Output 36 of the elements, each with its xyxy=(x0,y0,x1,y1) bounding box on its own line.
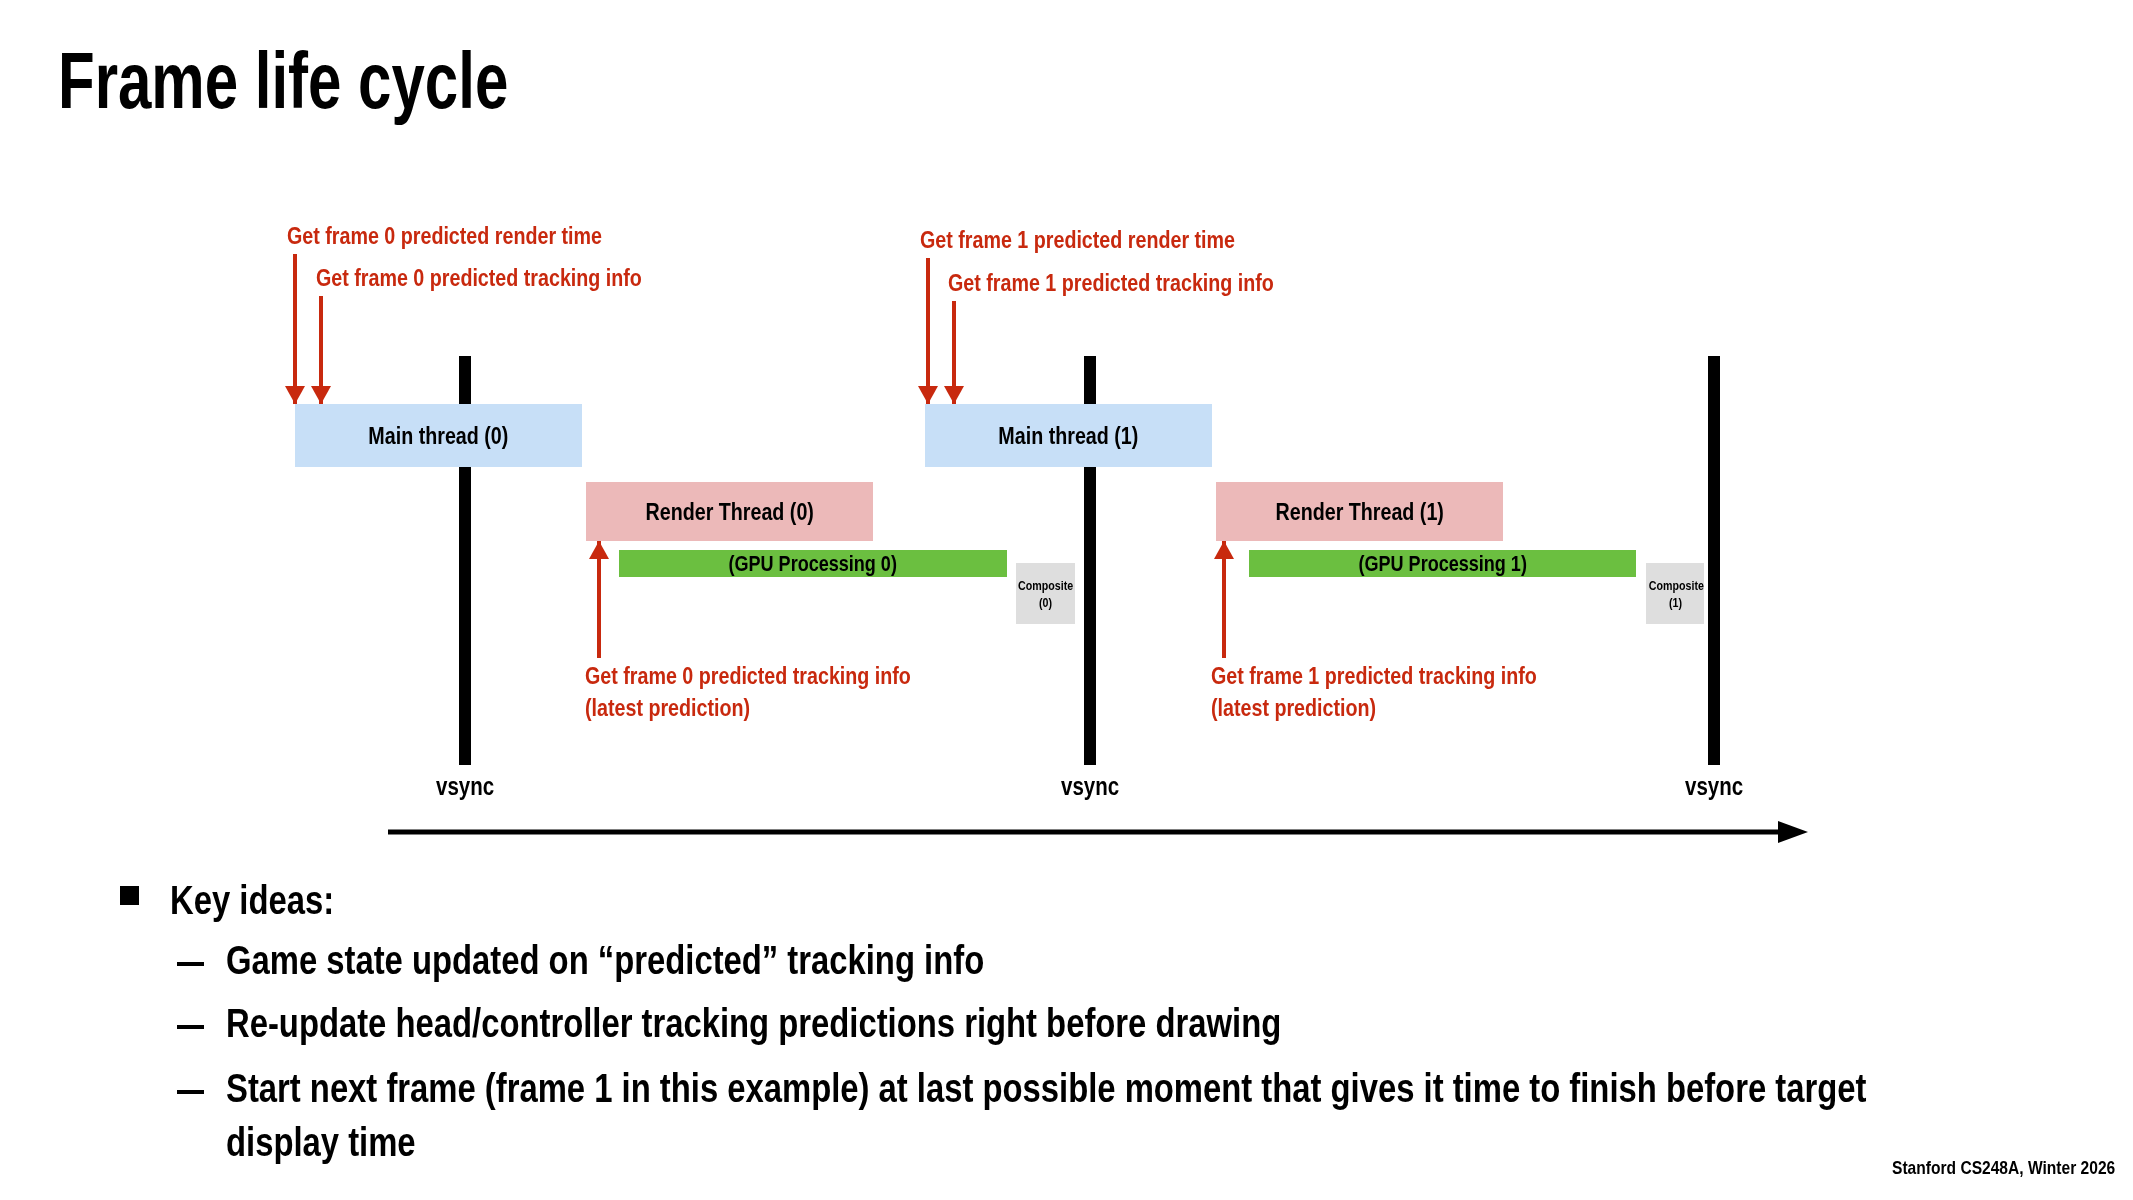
task-label: Composite (1) xyxy=(1648,576,1702,611)
bullet-text: Game state updated on “predicted” tracking info xyxy=(226,937,985,984)
composite-box xyxy=(1016,563,1075,624)
annotation-text: Get frame 1 predicted tracking info xyxy=(948,267,1274,299)
footer-text: Stanford CS248A, Winter 2026 xyxy=(1891,1156,2116,1180)
annotation-text: Get frame 0 predicted render time xyxy=(287,220,602,252)
bullet-text: Start next frame (frame 1 in this example) at last possible moment that gives it time to finish before target display time xyxy=(226,1065,1868,1166)
render-thread-bar xyxy=(1216,482,1503,541)
main-thread-bar xyxy=(295,404,582,467)
annotation-text: Get frame 1 predicted render time xyxy=(920,224,1235,256)
vsync-label: vsync xyxy=(1684,771,1743,801)
task-label: Render Thread (1) xyxy=(1275,497,1444,526)
arrow xyxy=(311,296,331,404)
vsync-label: vsync xyxy=(435,771,494,801)
task-label: (GPU Processing 0) xyxy=(728,550,898,577)
arrow xyxy=(918,258,938,404)
annotation-text: Get frame 0 predicted tracking info (latest prediction) xyxy=(585,660,913,724)
vsync-label: vsync xyxy=(1060,771,1119,801)
render-thread-bar xyxy=(586,482,873,541)
task-label: Composite (0) xyxy=(1018,576,1073,611)
gpu-processing-bar xyxy=(619,550,1007,577)
task-label: Main thread (0) xyxy=(368,421,509,450)
task-label: Main thread (1) xyxy=(998,421,1139,450)
main-thread-bar xyxy=(925,404,1212,467)
annotation-text: Get frame 1 predicted tracking info (latest prediction) xyxy=(1211,660,1539,724)
bullet-heading: Key ideas: xyxy=(170,877,335,924)
composite-box xyxy=(1646,563,1704,624)
annotation-text: Get frame 0 predicted tracking info xyxy=(316,262,642,294)
arrow xyxy=(589,541,609,658)
arrow xyxy=(285,254,305,404)
task-label: Render Thread (0) xyxy=(645,497,814,526)
arrow xyxy=(944,301,964,404)
arrow xyxy=(1214,541,1234,658)
bullet-text: Re-update head/controller tracking predictions right before drawing xyxy=(226,1000,1282,1047)
task-label: (GPU Processing 1) xyxy=(1358,550,1527,577)
gpu-processing-bar xyxy=(1249,550,1636,577)
